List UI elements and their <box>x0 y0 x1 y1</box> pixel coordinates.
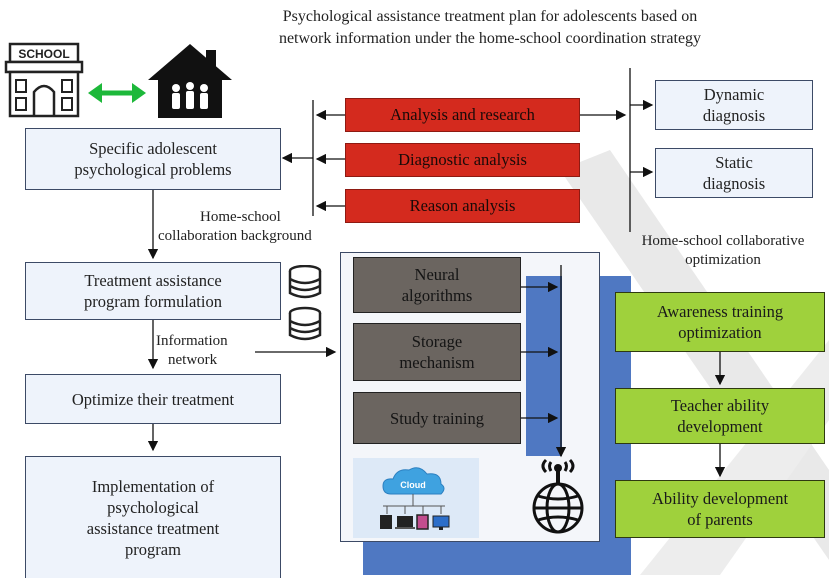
optimize-box: Optimize their treatment <box>25 374 281 424</box>
cloud-devices-icon: Cloud <box>353 458 479 538</box>
panel-blue-strip <box>526 276 562 456</box>
diagnostic-analysis-box: Diagnostic analysis <box>345 143 580 177</box>
home-family-icon <box>148 44 232 118</box>
database-icon <box>288 265 322 341</box>
svg-text:SCHOOL: SCHOOL <box>18 47 69 61</box>
optimization-label: Home-school collaborative optimization <box>641 233 805 268</box>
network-globe-icon <box>532 458 584 534</box>
information-network-label: Information network <box>156 333 228 368</box>
analysis-research-box: Analysis and research <box>345 98 580 132</box>
background-label: Home-school collaboration background <box>158 209 312 244</box>
study-training-box: Study training <box>353 392 521 444</box>
school-icon: SCHOOL <box>4 42 84 118</box>
reason-analysis-box: Reason analysis <box>345 189 580 223</box>
diagram-title: Psychological assistance treatment plan … <box>278 8 702 47</box>
svg-text:Cloud: Cloud <box>400 480 426 490</box>
implementation-box: Implementation of psychological assistan… <box>25 456 281 578</box>
double-arrow-icon <box>88 83 146 103</box>
